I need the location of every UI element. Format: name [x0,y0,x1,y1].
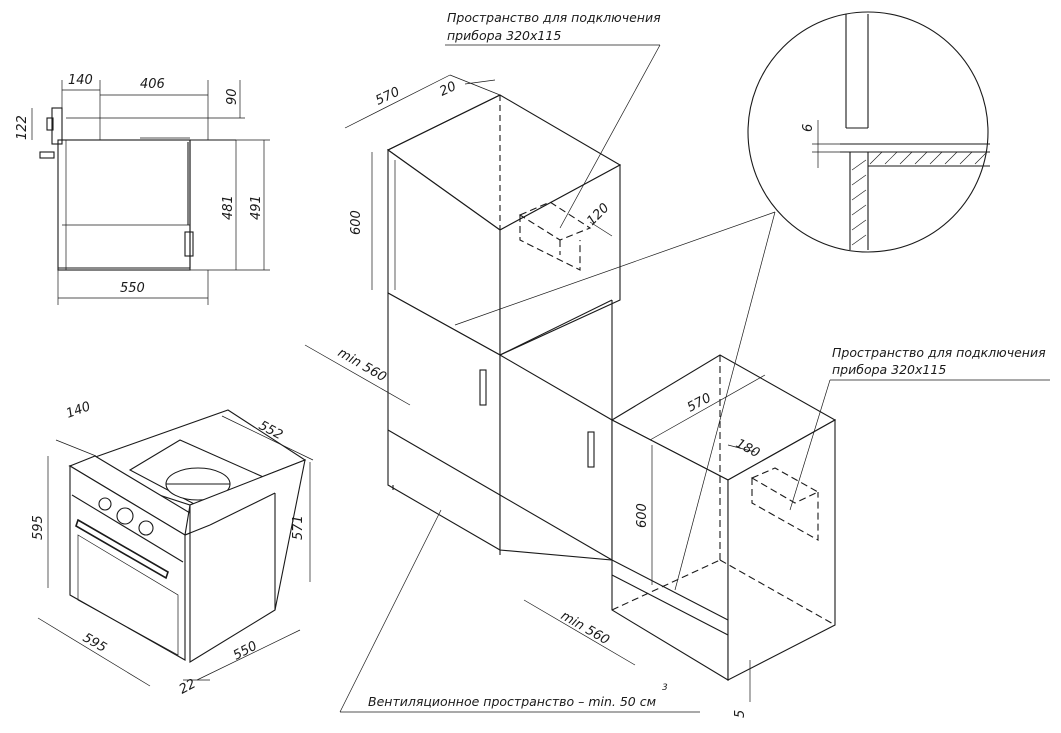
side-dim-491: 491 [249,195,264,220]
lower-dim-min560: min 560 [558,608,612,648]
knob-2 [138,520,154,536]
detail-view: 6 [747,11,990,253]
upper-dim-min560: min 560 [335,345,389,385]
side-dim-481: 481 [221,195,236,220]
side-dim-90: 90 [225,88,240,105]
oven-dim-571: 571 [291,515,306,540]
upper-note-line2: прибора 320х115 [447,28,561,43]
lower-dim-600: 600 [635,503,650,528]
side-view: 140 406 90 122 481 491 550 [15,73,270,305]
side-dim-406: 406 [140,77,165,92]
lower-note-line1: Пространство для подключения [832,345,1046,360]
oven-front [69,465,186,661]
upper-dim-600: 600 [349,210,364,235]
side-dim-140: 140 [68,73,93,88]
oven-handle [75,518,169,580]
upper-note-line1: Пространство для подключения [447,10,661,25]
cabinet-assembly: 570 20 600 120 570 [304,44,1050,718]
upper-dim-20: 20 [437,79,458,100]
detail-circle [747,11,989,253]
lower-cabinet-right [499,354,613,561]
lower-note-line2: прибора 320х115 [832,362,946,377]
oven-isometric: 140 552 595 571 595 550 22 [31,399,314,698]
handle-left [479,369,487,406]
knob-1 [116,507,134,525]
oven-dim-550: 550 [231,639,260,664]
oven-dim-140: 140 [64,399,92,422]
oven-dim-595-h: 595 [31,515,46,540]
side-dim-122: 122 [15,115,30,140]
handle-right [587,431,595,468]
detail-dim-6: 6 [801,124,816,132]
side-dim-550: 550 [120,281,145,296]
oven-dim-22: 22 [177,677,199,698]
upper-dim-570: 570 [373,85,402,109]
lower-dim-5: 5 [733,710,748,718]
side-body [57,139,191,271]
ventilation-note: Вентиляционное пространство – min. 50 см [368,694,656,709]
ventilation-unit-power: 3 [662,683,668,693]
side-panel [51,107,63,145]
